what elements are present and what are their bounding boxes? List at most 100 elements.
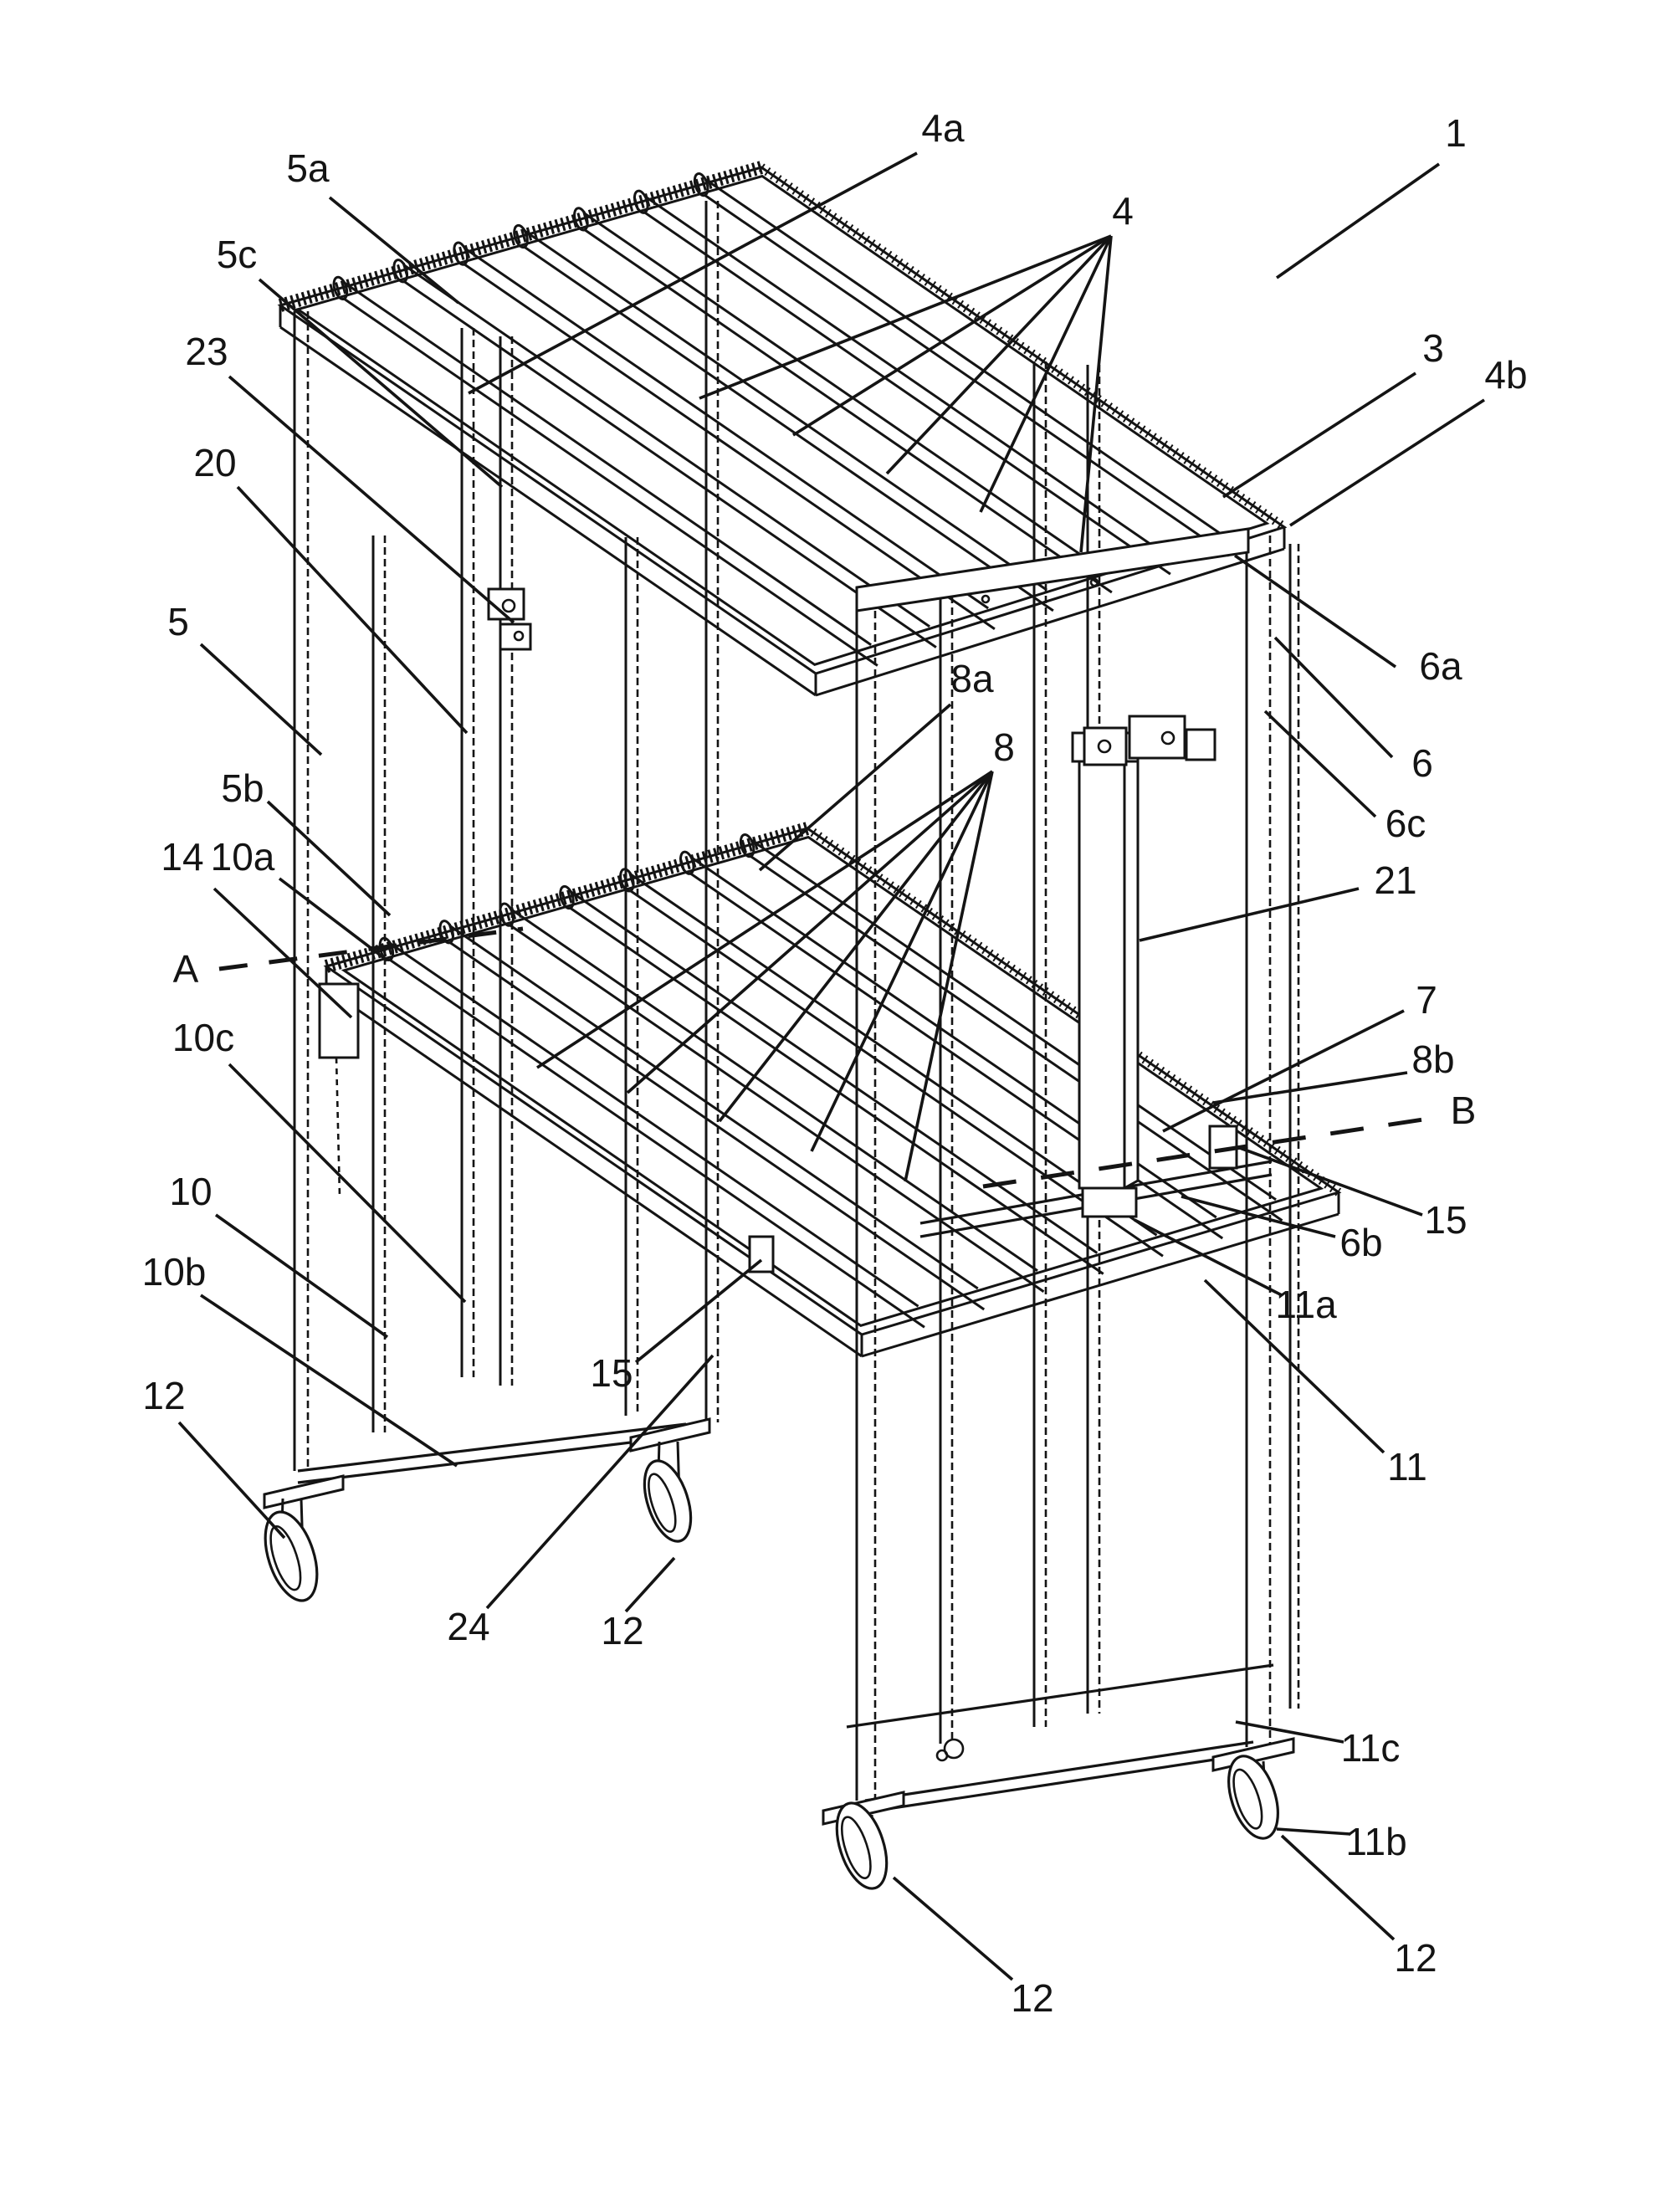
label-text: 5b — [221, 766, 264, 810]
label-text: 11 — [1387, 1445, 1427, 1488]
roller — [679, 850, 1224, 1240]
ref-label-12: 12 — [601, 1556, 676, 1652]
guide-post-b — [1032, 361, 1047, 1727]
leader-line — [536, 770, 993, 1069]
leader-line — [213, 887, 353, 1019]
caster-inner-right — [1211, 1737, 1295, 1840]
leader-line — [1233, 554, 1397, 669]
ref-label-8b: 8b — [1212, 1038, 1455, 1104]
ref-label-11: 11 — [1203, 1278, 1427, 1488]
hidden-edge — [335, 1057, 341, 1197]
detail-bolt — [501, 598, 516, 613]
leader-line — [1134, 1218, 1283, 1297]
label-text: 23 — [185, 330, 228, 373]
label-text: 10a — [211, 835, 275, 879]
label-text: B — [1451, 1089, 1477, 1132]
leader-line — [718, 770, 994, 1123]
ref-label-8: 8 — [536, 725, 1015, 1182]
detail-bolt — [1089, 577, 1099, 587]
label-text: 24 — [447, 1605, 489, 1648]
leader-line — [1181, 1195, 1336, 1238]
detail-bolt — [935, 1749, 949, 1762]
portal-top-rail — [855, 527, 1250, 612]
label-text: 10c — [172, 1016, 234, 1059]
ref-label-b: B — [1451, 1089, 1477, 1132]
label-text: 11a — [1275, 1283, 1337, 1326]
leader-line — [214, 1213, 389, 1339]
lift-rail-a — [460, 328, 475, 1377]
ref-label-10a: 10a — [211, 835, 389, 962]
label-text: 5 — [167, 600, 189, 643]
ref-label-4: 4 — [699, 189, 1134, 553]
caster-left-front — [629, 1417, 711, 1543]
label-text: 1 — [1445, 111, 1467, 155]
ref-label-5b: 5b — [221, 766, 392, 917]
ref-label-21: 21 — [1139, 858, 1417, 942]
leader-line — [1239, 1146, 1423, 1217]
leader-line — [1280, 1834, 1396, 1941]
label-text: 4 — [1112, 189, 1134, 233]
leader-line — [1222, 371, 1416, 499]
label-text: 14 — [161, 835, 203, 879]
ref-label-24: 24 — [447, 1354, 715, 1648]
leader-line — [228, 375, 515, 624]
leader-line — [1162, 1009, 1405, 1133]
roller — [438, 920, 986, 1311]
leader-line — [624, 1556, 676, 1613]
leader-line — [1289, 398, 1485, 527]
label-text: 8 — [993, 725, 1015, 769]
caster-wheel — [1227, 1755, 1279, 1840]
label-text: 3 — [1422, 326, 1444, 370]
ref-label-11c: 11c — [1235, 1720, 1400, 1770]
label-text: 12 — [1394, 1936, 1437, 1980]
label-text: 12 — [142, 1374, 185, 1417]
ref-label-11b: 11b — [1276, 1820, 1407, 1863]
label-text: 11b — [1345, 1820, 1406, 1863]
leader-line — [792, 234, 1112, 437]
label-text: 15 — [1424, 1198, 1467, 1242]
leader-line — [885, 234, 1113, 475]
ref-label-10c: 10c — [172, 1016, 467, 1304]
ref-label-1: 1 — [1275, 111, 1467, 279]
ref-label-6c: 6c — [1263, 710, 1426, 845]
ref-label-a: A — [173, 947, 199, 991]
leader-line — [1235, 1720, 1345, 1744]
deck-skirt — [815, 547, 1285, 697]
ref-label-5c: 5c — [217, 233, 504, 489]
detail-bolt — [513, 630, 525, 642]
caster-left-rear — [263, 1474, 345, 1602]
label-text: A — [173, 947, 199, 991]
leader-line — [328, 196, 460, 305]
inner-bottom-rail-back — [846, 1663, 1274, 1729]
leader-line — [626, 770, 994, 1094]
label-text: 20 — [193, 441, 236, 484]
leader-line — [810, 771, 994, 1152]
carriage-block-b — [1128, 715, 1186, 760]
leader-line — [979, 235, 1113, 513]
leader-line — [1263, 710, 1377, 818]
leader-line — [468, 151, 918, 395]
deck-rim-inner — [295, 174, 1270, 666]
caster-wheel — [643, 1459, 693, 1543]
roller — [453, 241, 996, 631]
label-text: 6 — [1411, 741, 1433, 785]
ref-label-6a: 6a — [1233, 554, 1462, 688]
caster-plate — [263, 1474, 345, 1509]
ref-label-5: 5 — [167, 600, 323, 756]
ref-label-4a: 4a — [468, 106, 965, 395]
leader-line — [1212, 1071, 1408, 1104]
ref-label-11a: 11a — [1134, 1218, 1337, 1326]
corner-bracket-14 — [318, 982, 360, 1059]
leader-line — [1079, 235, 1113, 553]
leader-line — [634, 1258, 763, 1364]
leader-line — [278, 877, 389, 962]
carriage-block-c — [1185, 728, 1216, 761]
leader-line — [892, 1876, 1014, 1981]
leader-line — [236, 485, 469, 735]
roller — [633, 189, 1171, 576]
leader-line — [1275, 162, 1441, 279]
label-text: 15 — [590, 1351, 633, 1395]
leader-line — [199, 643, 323, 756]
